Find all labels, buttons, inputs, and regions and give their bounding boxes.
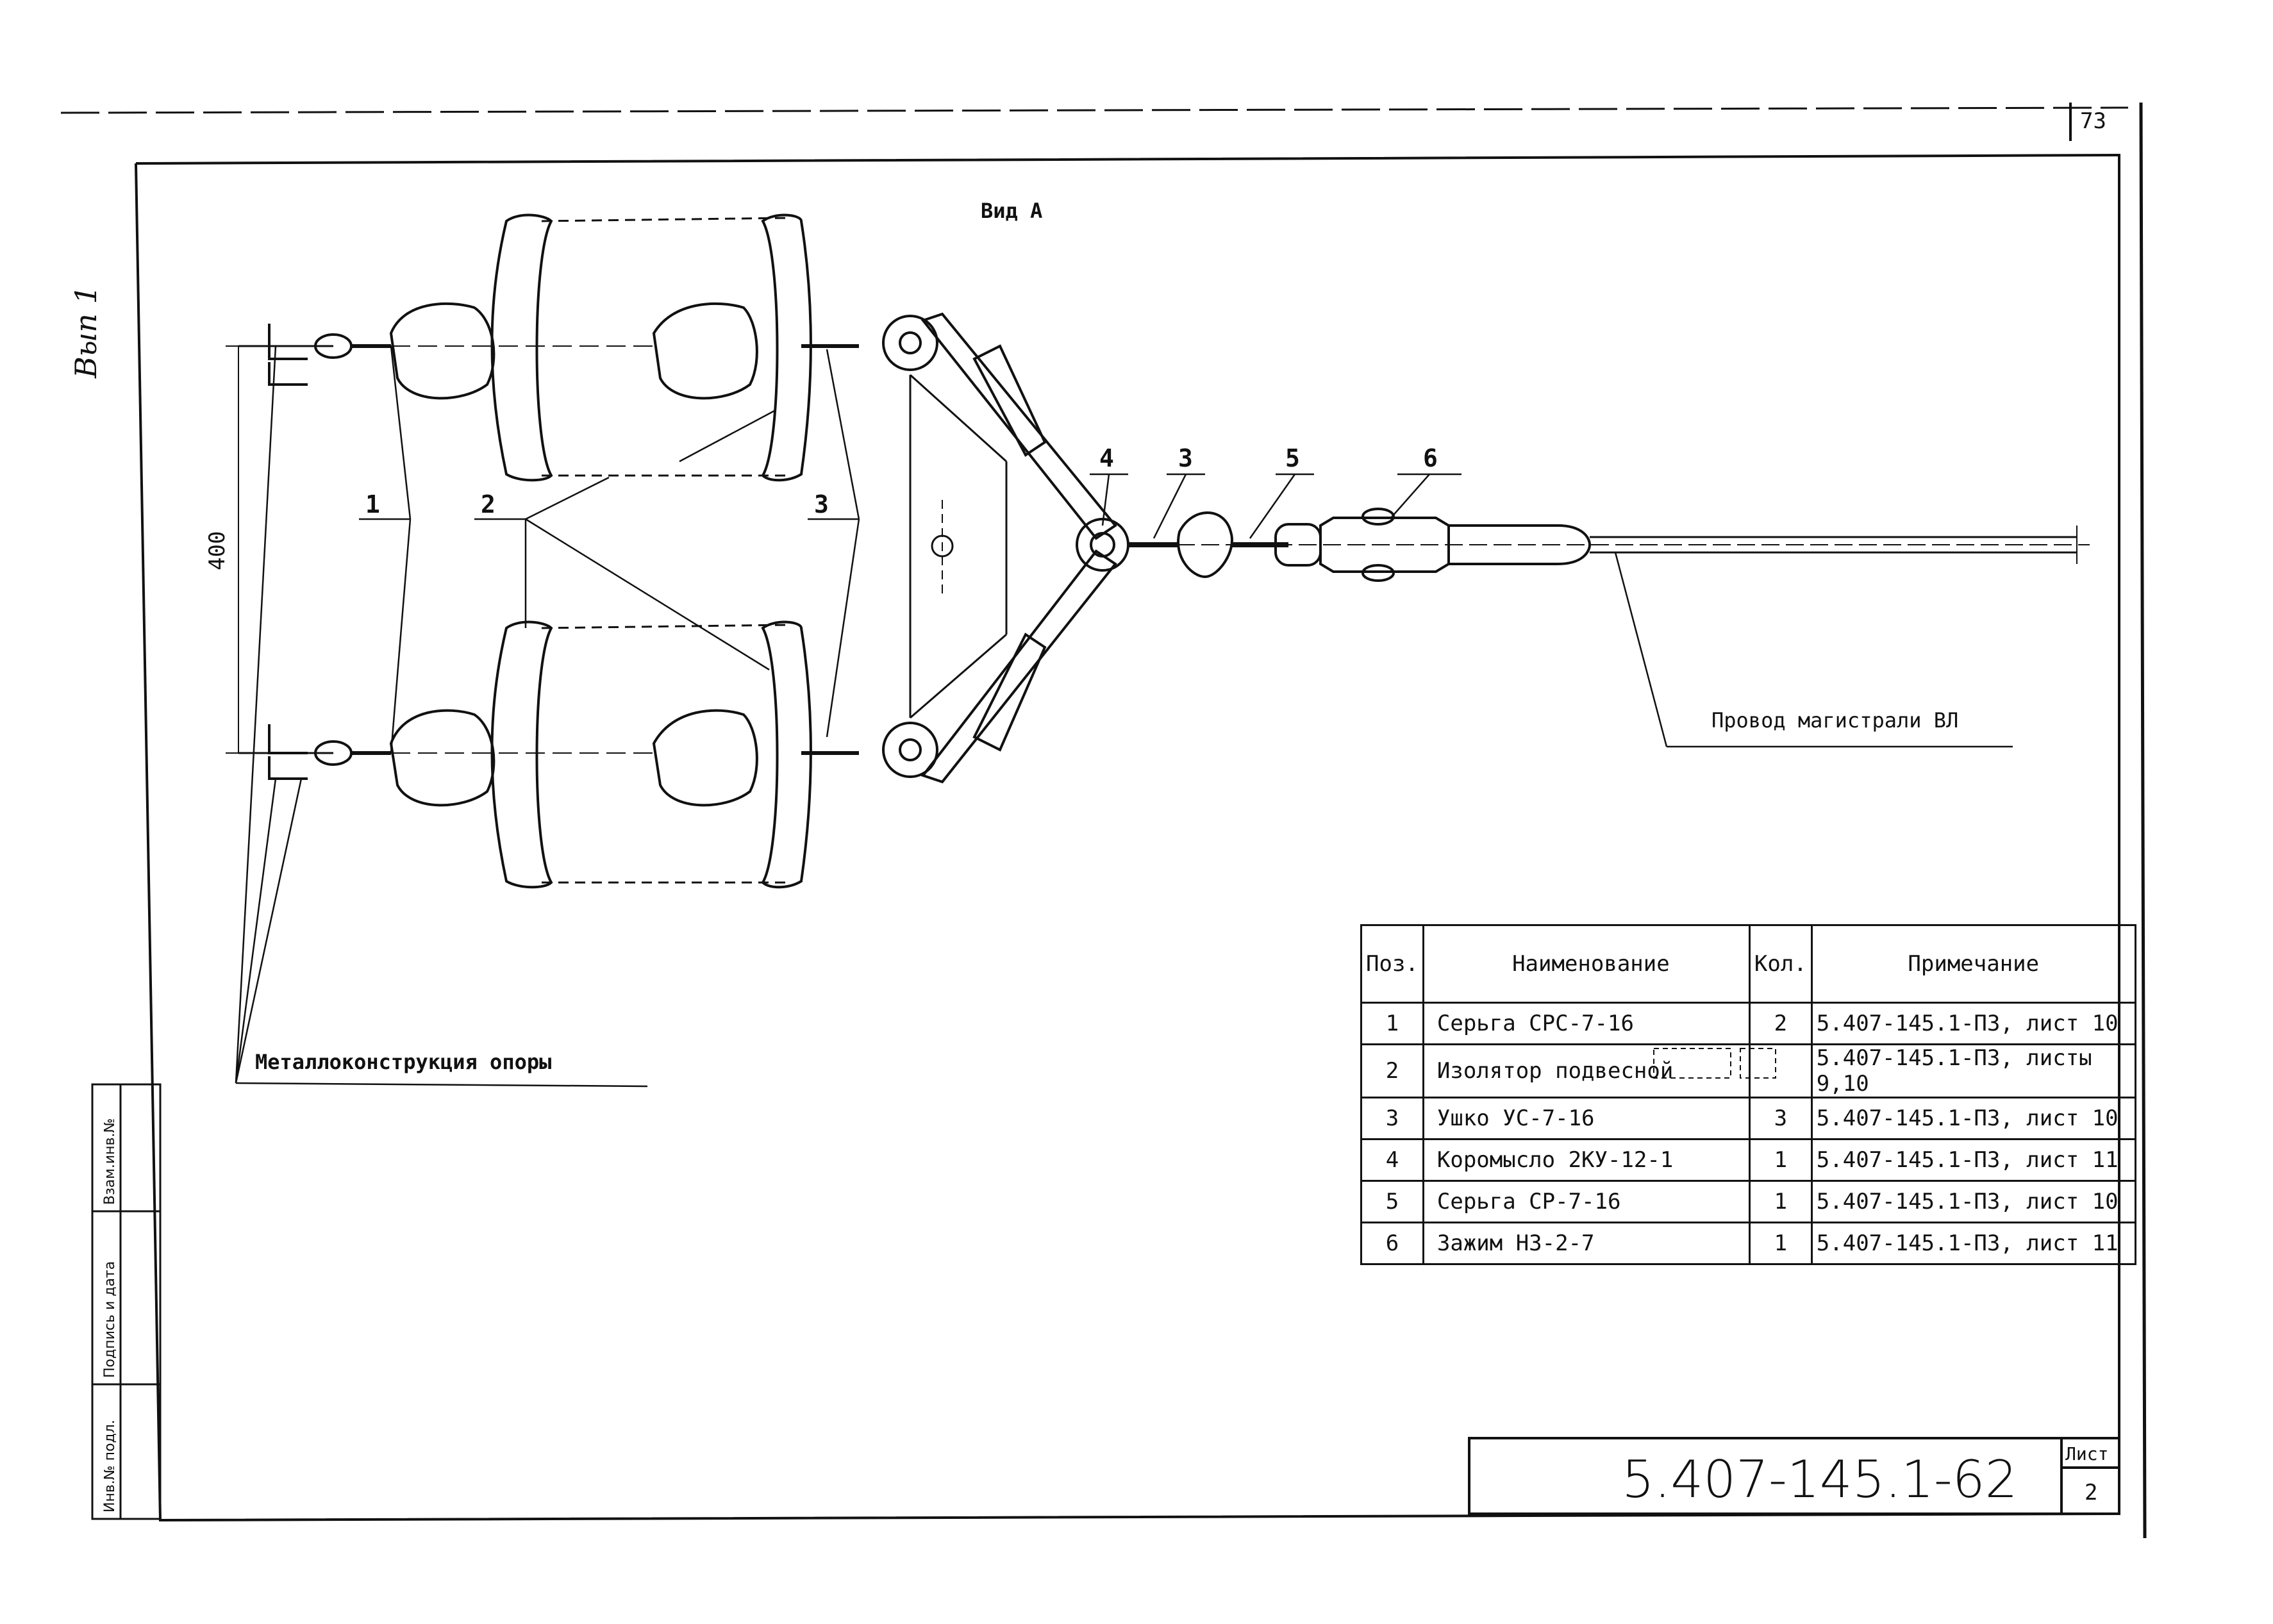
- table-row: 1 Серьга СРС-7-16 2 5.407-145.1-ПЗ, лист…: [1360, 1002, 2136, 1045]
- title-block-frame: [1468, 1437, 2120, 1515]
- row-name: Серьга СРС-7-16: [1422, 1002, 1751, 1045]
- row-qty: [1748, 1043, 1813, 1098]
- sheet-label: Лист: [2065, 1443, 2108, 1464]
- sheet-number: 2: [2085, 1480, 2097, 1505]
- dimension-400: [226, 345, 269, 754]
- view-label: Вид А: [981, 199, 1042, 223]
- callout-1: 1: [365, 490, 380, 518]
- callout-3-right: 3: [1178, 444, 1193, 472]
- spec-table-header: Поз. Наименование Кол. Примечание: [1360, 924, 2136, 1004]
- table-row: 2 Изолятор подвесной 5.407-145.1-ПЗ, лис…: [1360, 1043, 2136, 1098]
- row-name: Зажим НЗ-2-7: [1422, 1222, 1751, 1265]
- side-field-1: Взам.инв.№: [102, 1118, 118, 1205]
- yoke-assembly: [882, 312, 1179, 784]
- callout-6: 6: [1423, 444, 1438, 472]
- row-pos: 2: [1360, 1043, 1424, 1098]
- row-pos: 3: [1360, 1097, 1424, 1140]
- row-qty: 1: [1748, 1222, 1813, 1265]
- side-field-2: Подпись и дата: [102, 1261, 118, 1378]
- row-note: 5.407-145.1-ПЗ, лист 10: [1810, 1002, 2136, 1045]
- header-name: Наименование: [1422, 924, 1751, 1004]
- page-number: 73: [2080, 108, 2106, 134]
- row-name: Изолятор подвесной: [1422, 1043, 1751, 1098]
- leader-lines: [235, 345, 2013, 1088]
- header-qty: Кол.: [1748, 924, 1813, 1004]
- callout-2: 2: [481, 490, 495, 518]
- row-note: 5.407-145.1-ПЗ, лист 11: [1810, 1222, 2136, 1265]
- table-row: 4 Коромысло 2КУ-12-1 1 5.407-145.1-ПЗ, л…: [1360, 1138, 2136, 1182]
- row-note: 5.407-145.1-ПЗ, лист 11: [1810, 1138, 2136, 1182]
- row-note: 5.407-145.1-ПЗ, лист 10: [1810, 1097, 2136, 1140]
- row-pos: 5: [1360, 1180, 1424, 1223]
- support-clevis-top: [238, 324, 391, 386]
- row-qty: 3: [1748, 1097, 1813, 1140]
- table-row: 5 Серьга СР-7-16 1 5.407-145.1-ПЗ, лист …: [1360, 1180, 2136, 1223]
- row-name: Серьга СР-7-16: [1422, 1180, 1751, 1223]
- table-row: 6 Зажим НЗ-2-7 1 5.407-145.1-ПЗ, лист 11: [1360, 1222, 2136, 1265]
- spec-table: Поз. Наименование Кол. Примечание 1 Серь…: [1360, 924, 2136, 1265]
- header-pos: Поз.: [1360, 924, 1424, 1004]
- callout-4: 4: [1099, 444, 1114, 472]
- dimension-text: 400: [204, 531, 230, 570]
- sheet-frame: [135, 153, 2120, 1522]
- support-clevis-bottom: [238, 724, 391, 780]
- row-note: 5.407-145.1-ПЗ, листы 9,10: [1810, 1043, 2136, 1098]
- side-field-3: Инв.№ подл.: [102, 1420, 118, 1512]
- support-structure-label: Металлоконструкция опоры: [255, 1050, 551, 1074]
- row-name: Коромысло 2КУ-12-1: [1422, 1138, 1751, 1182]
- table-row: 3 Ушко УС-7-16 3 5.407-145.1-ПЗ, лист 10: [1360, 1097, 2136, 1140]
- insulator-string-top: [389, 213, 859, 482]
- callout-3-left: 3: [814, 490, 829, 518]
- insulator-string-bottom: [389, 620, 859, 889]
- row-qty: 1: [1748, 1138, 1813, 1182]
- doc-code: 5.407-145.1-62: [1622, 1450, 2018, 1509]
- row-qty: 2: [1748, 1002, 1813, 1045]
- row-qty: 1: [1748, 1180, 1813, 1223]
- side-form-box: [91, 1083, 162, 1520]
- row-pos: 4: [1360, 1138, 1424, 1182]
- main-wire-label: Провод магистрали ВЛ: [1711, 708, 1958, 733]
- margin-note: Вып 1: [69, 285, 103, 379]
- header-note: Примечание: [1810, 924, 2136, 1004]
- row-note: 5.407-145.1-ПЗ, лист 10: [1810, 1180, 2136, 1223]
- row-name: Ушко УС-7-16: [1422, 1097, 1751, 1140]
- callout-5: 5: [1285, 444, 1300, 472]
- row-pos: 1: [1360, 1002, 1424, 1045]
- row-pos: 6: [1360, 1222, 1424, 1265]
